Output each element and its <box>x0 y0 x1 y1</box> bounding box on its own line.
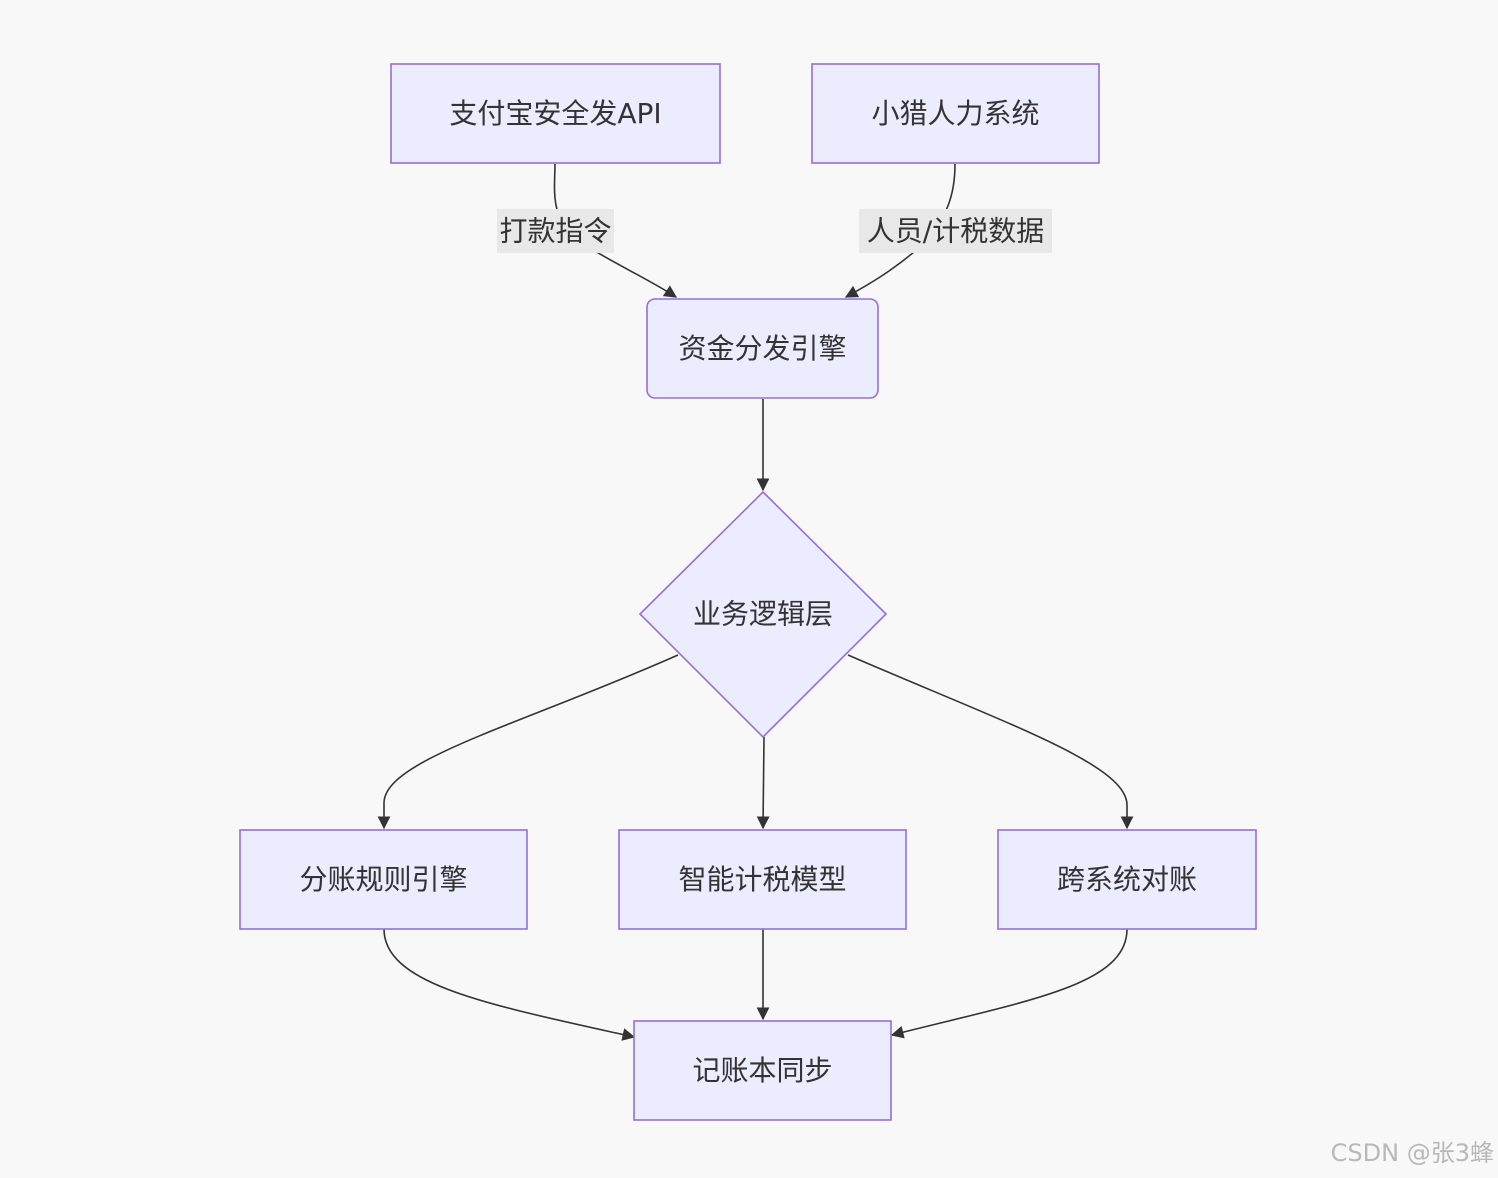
node-alipay-api-label: 支付宝安全发API <box>449 97 661 130</box>
node-split-rules[interactable]: 分账规则引擎 <box>239 829 528 930</box>
node-reconcile[interactable]: 跨系统对账 <box>997 829 1257 930</box>
node-split-rules-label: 分账规则引擎 <box>299 863 467 896</box>
node-reconcile-label: 跨系统对账 <box>1057 863 1197 896</box>
edge-logic-to-split <box>377 654 679 830</box>
watermark: CSDN @张3蜂 <box>1330 1139 1494 1167</box>
node-xiaolie-hr-label: 小猎人力系统 <box>871 97 1039 130</box>
edge-split-to-ledger <box>383 928 636 1041</box>
edge-label-personnel-tax-data: 人员/计税数据 <box>859 209 1052 253</box>
node-ledger-sync[interactable]: 记账本同步 <box>633 1020 892 1121</box>
edge-reconcile-to-ledger <box>890 928 1128 1039</box>
node-business-logic-label: 业务逻辑层 <box>693 598 833 631</box>
edge-label-personnel-tax-data-text: 人员/计税数据 <box>867 215 1044 248</box>
edge-logic-to-reconcile <box>847 654 1134 830</box>
node-fund-engine[interactable]: 资金分发引擎 <box>646 298 879 399</box>
node-ledger-sync-label: 记账本同步 <box>692 1054 832 1087</box>
node-smart-tax[interactable]: 智能计税模型 <box>618 829 907 930</box>
node-business-logic[interactable]: 业务逻辑层 <box>638 490 888 739</box>
node-fund-engine-label: 资金分发引擎 <box>678 332 846 365</box>
edge-logic-to-tax <box>756 736 770 830</box>
node-xiaolie-hr[interactable]: 小猎人力系统 <box>811 63 1100 164</box>
edge-label-payment-instruction: 打款指令 <box>497 209 614 253</box>
node-alipay-api[interactable]: 支付宝安全发API <box>390 63 721 164</box>
node-smart-tax-label: 智能计税模型 <box>678 863 846 896</box>
edge-label-payment-instruction-text: 打款指令 <box>499 215 611 248</box>
